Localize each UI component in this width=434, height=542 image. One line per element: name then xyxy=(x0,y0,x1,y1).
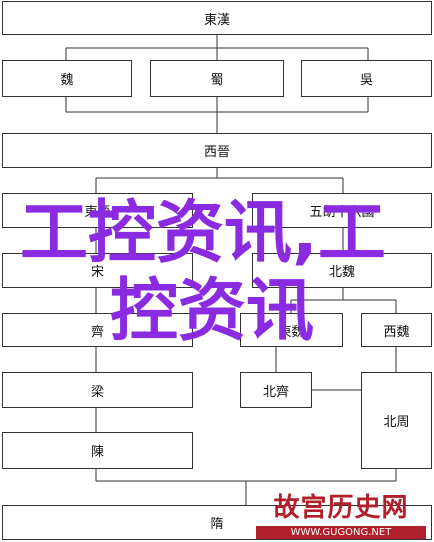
node-label: 魏 xyxy=(60,73,74,88)
node-label: 北齊 xyxy=(262,384,289,400)
node-label: 齊 xyxy=(90,324,104,340)
node-label: 東漢 xyxy=(203,12,230,28)
watermark-url: WWW.GUGONG.NET xyxy=(256,526,426,539)
node-label: 西魏 xyxy=(383,324,410,340)
node-qi: 齊 xyxy=(2,313,193,347)
node-shu: 蜀 xyxy=(150,60,284,97)
node-label: 隋 xyxy=(210,517,224,532)
node-chen: 陳 xyxy=(2,432,193,469)
node-eastern-jin: 東晉 xyxy=(2,193,193,228)
node-label: 東晉 xyxy=(84,205,111,220)
node-label: 宋 xyxy=(90,265,104,280)
node-label: 陳 xyxy=(90,445,104,460)
node-label: 東魏 xyxy=(278,324,305,340)
node-label: 西晉 xyxy=(203,145,230,160)
node-liang: 梁 xyxy=(2,372,193,408)
node-northern-zhou: 北周 xyxy=(361,372,432,469)
node-label: 蜀 xyxy=(210,73,224,88)
node-label: 梁 xyxy=(90,384,104,400)
node-song: 宋 xyxy=(2,253,193,288)
node-east-han: 東漢 xyxy=(2,1,432,35)
node-label: 北周 xyxy=(383,415,410,430)
node-label: 五胡十六國 xyxy=(309,205,375,220)
overlay-line-2: 控资讯 xyxy=(110,272,315,351)
node-northern-wei: 北魏 xyxy=(252,253,432,288)
site-watermark: 故宫历史网 WWW.GUGONG.NET xyxy=(256,487,426,539)
node-eastern-wei: 東魏 xyxy=(240,313,343,347)
node-northern-qi: 北齊 xyxy=(240,372,312,408)
node-label: 吳 xyxy=(359,73,373,88)
node-wei: 魏 xyxy=(2,60,132,97)
node-western-jin: 西晉 xyxy=(2,133,432,168)
overlay-watermark-text: 工控资讯,工 控资讯 xyxy=(20,200,420,360)
node-label: 北魏 xyxy=(328,265,355,280)
node-wu: 吳 xyxy=(301,60,432,97)
node-western-wei: 西魏 xyxy=(361,313,432,347)
overlay-line-1: 工控资讯,工 xyxy=(20,194,386,273)
node-sixteen-kingdoms: 五胡十六國 xyxy=(252,193,432,228)
watermark-title: 故宫历史网 xyxy=(273,493,409,523)
